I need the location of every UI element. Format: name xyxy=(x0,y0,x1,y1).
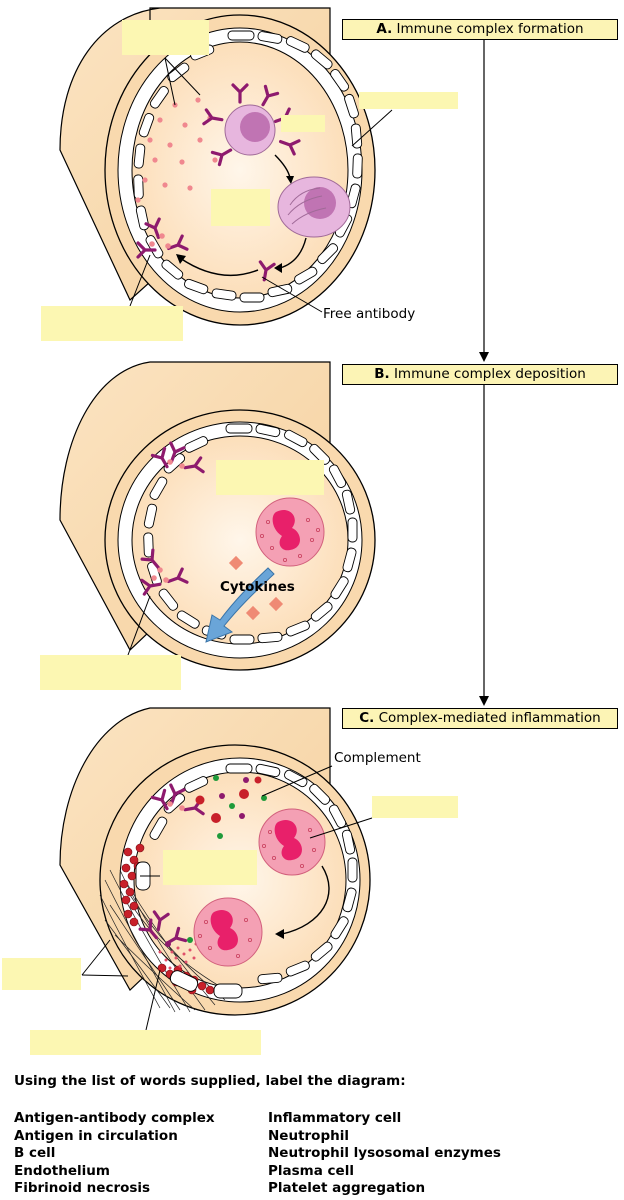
word-item: Endothelium xyxy=(14,1162,110,1179)
plasma-b-cell xyxy=(224,104,276,156)
cytokines-label: Cytokines xyxy=(220,579,295,595)
arrowhead xyxy=(275,929,284,939)
blank-label-plasma-cell[interactable] xyxy=(211,189,270,226)
neutrophil-b xyxy=(255,497,325,567)
word-item: Neutrophil lysosomal enzymes xyxy=(268,1145,501,1162)
blank-label-bcell[interactable] xyxy=(281,115,325,132)
stage-a-letter: A. xyxy=(376,21,393,37)
pointer-line xyxy=(129,254,151,307)
blank-label-complex-a[interactable] xyxy=(41,306,183,341)
stage-c-title: Complex-mediated inflammation xyxy=(378,710,601,726)
blank-label-endothelium-a[interactable] xyxy=(359,92,458,109)
neutrophil-enzymes xyxy=(158,942,198,970)
blank-label-fibrinoid-necrosis[interactable] xyxy=(2,958,81,990)
arrow-plasma-to-ab xyxy=(279,237,307,269)
blank-label-complex-b[interactable] xyxy=(40,655,181,690)
blank-label-lysosomal-enzymes[interactable] xyxy=(30,1030,261,1055)
word-item: Inflammatory cell xyxy=(268,1110,402,1126)
word-list-left: Antigen-antibody complex Antigen in circ… xyxy=(14,1110,215,1198)
word-item: Antigen in circulation xyxy=(14,1127,178,1144)
stage-a-title: Immune complex formation xyxy=(396,21,584,37)
stage-a-box: A. Immune complex formation xyxy=(342,19,618,40)
endothelium-b xyxy=(143,423,358,645)
word-item: Plasma cell xyxy=(268,1162,354,1179)
stage-b-box: B. Immune complex deposition xyxy=(342,364,618,385)
pointer-line xyxy=(127,595,151,656)
endothelium-a xyxy=(133,30,363,303)
pointer-line xyxy=(261,276,323,313)
stage-c-box: C. Complex-mediated inflammation xyxy=(342,708,618,729)
deposited-complex-c xyxy=(138,783,205,951)
endothelial-cell-c xyxy=(169,970,199,992)
immune-complex-diagram xyxy=(59,7,393,1031)
arrowhead xyxy=(286,176,294,184)
stage-c-letter: C. xyxy=(359,710,375,726)
instructions: Using the list of words supplied, label … xyxy=(14,1073,406,1089)
arrowhead xyxy=(274,263,282,273)
stage-b-letter: B. xyxy=(374,366,390,382)
endothelial-cell-c xyxy=(213,983,243,999)
arrow-neutrophil-migration xyxy=(281,865,330,935)
arrowhead xyxy=(176,254,186,264)
word-list-right: Inflammatory cell Neutrophil Neutrophil … xyxy=(268,1110,501,1198)
blank-label-antigen[interactable] xyxy=(122,20,209,55)
deposited-complex-top-b xyxy=(150,441,205,477)
pointer-lines-c xyxy=(81,765,373,1031)
cytokine-diamonds xyxy=(228,555,284,621)
antigen-pointer-lines xyxy=(164,57,201,106)
word-item: Neutrophil xyxy=(268,1127,349,1144)
antigen-antibody-complex-a xyxy=(136,217,189,259)
neutrophil-c-lower xyxy=(193,897,263,967)
word-item: Fibrinoid necrosis xyxy=(14,1180,151,1197)
plasma-cell xyxy=(277,176,351,238)
neutrophil-c-upper xyxy=(258,808,326,876)
blank-label-platelet-aggregation[interactable] xyxy=(163,850,257,885)
arrow-to-complex xyxy=(179,257,259,277)
cytokine-arrow xyxy=(205,567,275,643)
word-item: B cell xyxy=(14,1145,56,1162)
pointer-line xyxy=(351,109,393,147)
blank-label-inflammatory-cell[interactable] xyxy=(216,460,324,495)
word-item: Platelet aggregation xyxy=(268,1180,426,1197)
word-item: Antigen-antibody complex xyxy=(14,1110,215,1126)
blank-label-neutrophil[interactable] xyxy=(372,796,458,818)
complement-dots xyxy=(165,775,267,947)
deposited-complex-left-b xyxy=(140,548,189,596)
complement-label: Complement xyxy=(334,750,421,766)
stage-b-title: Immune complex deposition xyxy=(393,366,586,382)
vessel-a xyxy=(59,7,376,326)
free-antibody-label: Free antibody xyxy=(323,306,416,322)
